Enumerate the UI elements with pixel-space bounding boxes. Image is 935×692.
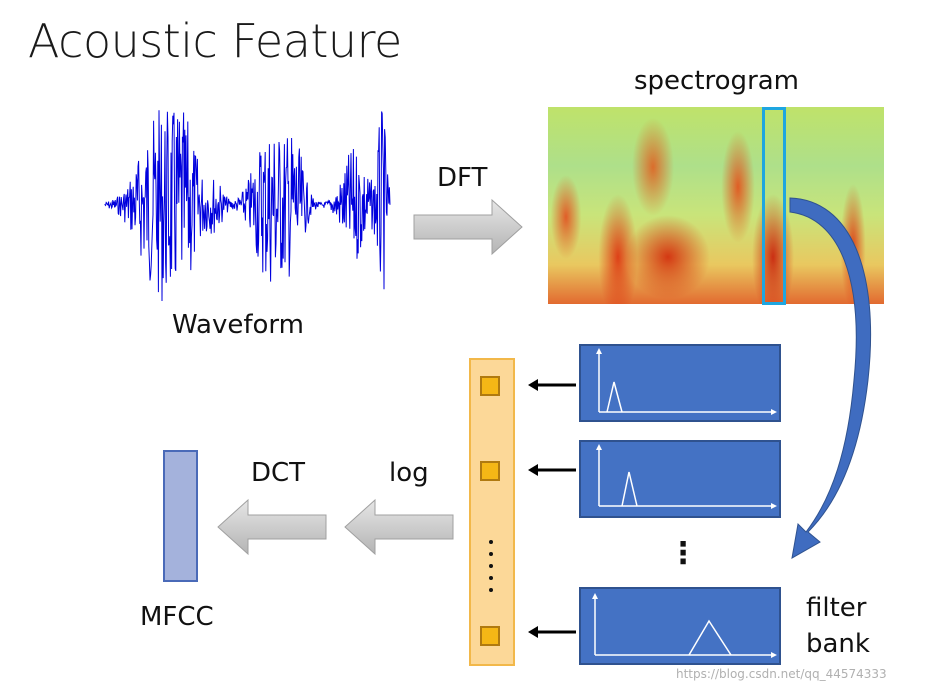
filter-bank-label-line2: bank [806, 629, 870, 659]
log-arrow [344, 498, 454, 556]
dft-arrow [413, 198, 523, 256]
filter-energy-vector [469, 358, 515, 666]
slide-title: Acoustic Feature [28, 14, 402, 68]
waveform-label: Waveform [172, 310, 304, 340]
spectrogram-frame-highlight [762, 107, 786, 305]
mfcc-vector [163, 450, 198, 582]
feature-ellipsis [488, 538, 493, 602]
filter-box [579, 344, 781, 422]
watermark: https://blog.csdn.net/qq_44574333 [676, 667, 887, 681]
dft-label: DFT [437, 163, 488, 193]
dct-arrow [217, 498, 327, 556]
filter-bank-label-line1: filter [806, 593, 867, 623]
filter-output-arrows [528, 379, 576, 638]
energy-value [480, 461, 500, 481]
filter-bank-label: filter bank [806, 590, 870, 662]
spectrogram-image [548, 107, 884, 304]
curved-arrow [789, 197, 872, 559]
waveform-path [104, 110, 391, 302]
waveform-signal [104, 110, 391, 302]
log-label: log [389, 458, 429, 488]
spectrogram-label: spectrogram [634, 66, 800, 96]
filter-box [579, 587, 781, 665]
mfcc-label: MFCC [140, 602, 214, 632]
filter-ellipsis: ⋮ [668, 536, 698, 571]
waveform-plot [104, 110, 391, 302]
energy-value [480, 626, 500, 646]
filter-box [579, 440, 781, 518]
dct-label: DCT [251, 458, 306, 488]
energy-value [480, 376, 500, 396]
